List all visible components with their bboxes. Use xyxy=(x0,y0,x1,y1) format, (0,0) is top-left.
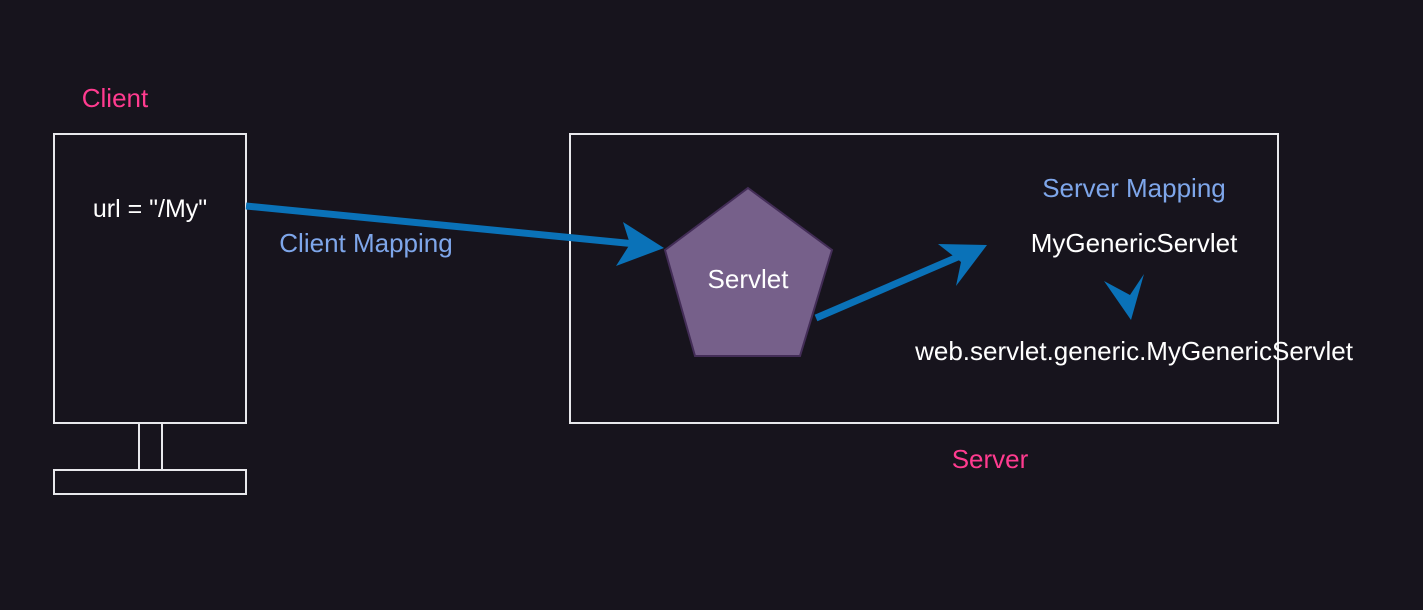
client-title: Client xyxy=(82,83,149,113)
servlet-label: Servlet xyxy=(708,264,790,294)
server-mapping-label: Server Mapping xyxy=(1042,173,1226,203)
client-mapping-arrow xyxy=(245,202,664,266)
server-title: Server xyxy=(952,444,1029,474)
servlet-class-label: web.servlet.generic.MyGenericServlet xyxy=(914,336,1354,366)
client-monitor-stand xyxy=(138,422,163,471)
class-mapping-arrowhead xyxy=(1104,274,1144,320)
servlet-name-label: MyGenericServlet xyxy=(1031,228,1238,258)
url-label: url = "/My" xyxy=(93,195,207,223)
client-mapping-label: Client Mapping xyxy=(279,228,452,258)
client-monitor-screen xyxy=(53,133,247,424)
servlet-to-mapping-arrow xyxy=(814,244,987,322)
server-box xyxy=(569,133,1279,424)
client-monitor-base xyxy=(53,469,247,495)
servlet-pentagon xyxy=(663,186,834,357)
